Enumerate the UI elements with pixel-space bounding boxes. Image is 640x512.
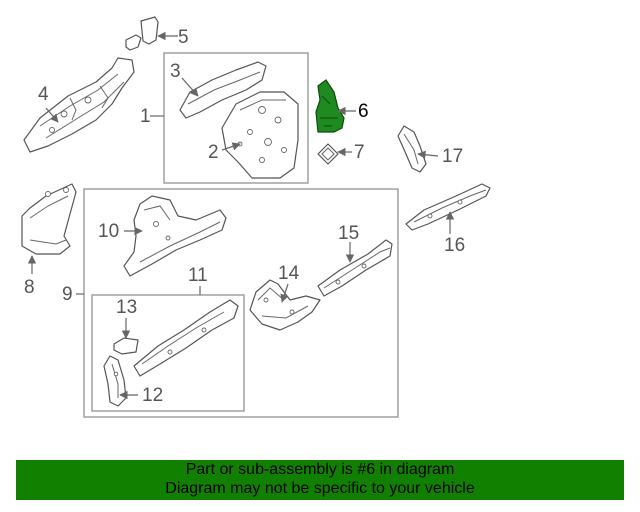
callout-16: 16 [444,235,466,256]
callout-4: 4 [38,84,49,105]
part-8[interactable] [21,183,77,255]
group-box-11 [91,294,245,412]
parts-diagram [21,16,491,418]
part-6[interactable] [315,79,345,133]
part-13[interactable] [113,337,139,355]
part-16[interactable] [405,183,491,231]
callout-8: 8 [24,277,35,298]
part-15[interactable] [317,239,393,297]
callout-7: 7 [354,142,365,163]
part-10[interactable] [123,195,227,277]
callout-15: 15 [338,223,360,244]
banner-line-1: Part or sub-assembly is #6 in diagram [185,461,455,478]
callout-9: 9 [62,284,73,305]
callout-3: 3 [170,61,181,82]
part-11[interactable] [133,299,239,377]
group-box-1 [163,52,309,184]
part-17[interactable] [397,125,427,173]
part-12[interactable] [103,355,127,407]
callout-10: 10 [98,221,120,242]
callout-12: 12 [142,385,164,406]
callout-1: 1 [140,106,151,127]
callout-11: 11 [188,265,208,286]
banner-line-2: Diagram may not be specific to your vehi… [165,480,475,497]
callout-14: 14 [278,263,300,284]
part-5[interactable] [125,16,159,51]
group-box-9 [83,188,399,418]
callout-17: 17 [442,146,464,167]
part-3[interactable] [179,61,267,119]
part-14[interactable] [249,279,321,331]
info-banner: Part or sub-assembly is #6 in diagram Di… [16,460,624,500]
part-2[interactable] [221,91,299,179]
callout-5: 5 [178,27,189,48]
callout-6: 6 [358,101,369,122]
callout-13: 13 [116,297,138,318]
callout-2: 2 [208,142,219,163]
part-7[interactable] [317,143,339,165]
part-4[interactable] [23,57,135,153]
